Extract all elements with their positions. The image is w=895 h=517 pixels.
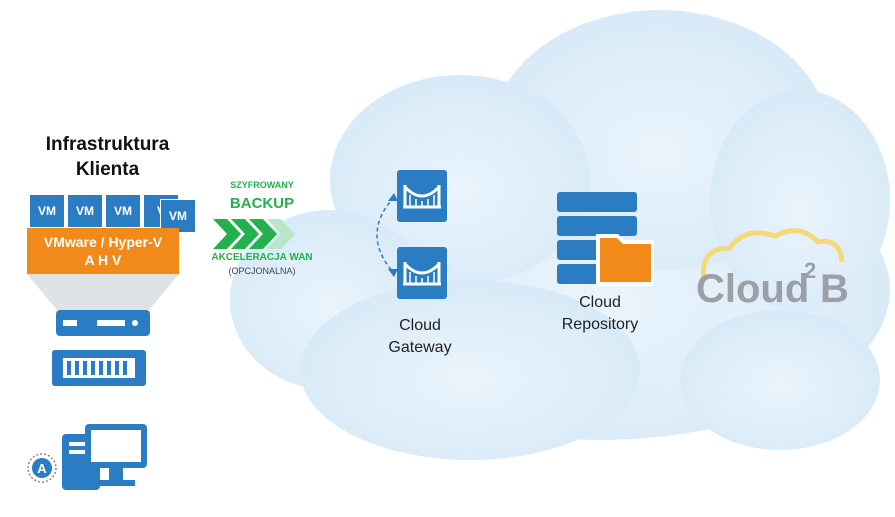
gateway-label-line1: Cloud bbox=[399, 317, 441, 334]
infrastructure-title-line1: Infrastruktura bbox=[45, 134, 170, 155]
repository-label-line1: Cloud bbox=[579, 294, 621, 311]
vm-box: VM bbox=[106, 195, 140, 227]
repository-icon bbox=[557, 192, 654, 286]
optional-label: (OPCJONALNA) bbox=[228, 266, 296, 276]
failover-arrow-icon bbox=[376, 196, 395, 274]
hypervisor-ahv-label: A H V bbox=[84, 252, 122, 268]
svg-text:A: A bbox=[37, 461, 47, 476]
cloud2b-logo: Cloud 2 B bbox=[696, 228, 849, 311]
vm-box: VM bbox=[68, 195, 102, 227]
infrastructure-title-line2: Klienta bbox=[75, 159, 140, 180]
hypervisor-label: VMware / Hyper-V bbox=[43, 234, 163, 250]
workstation-icon bbox=[62, 424, 147, 490]
gateway-label-line2: Gateway bbox=[388, 339, 452, 356]
hypervisor-bar: VMware / Hyper-V A H V bbox=[27, 228, 179, 274]
wan-acceleration-label: AKCELERACJA WAN bbox=[211, 252, 313, 263]
repository-label: Cloud Repository bbox=[545, 292, 655, 336]
infrastructure-title: Infrastruktura Klienta bbox=[20, 132, 195, 182]
agent-icon: A bbox=[27, 453, 57, 483]
cloud2b-logo-suffix: B bbox=[820, 267, 849, 311]
vm-box: VM bbox=[30, 195, 64, 227]
gateway-icons bbox=[376, 170, 447, 299]
cloud2b-logo-sup: 2 bbox=[804, 258, 816, 283]
server-rack-icon bbox=[52, 350, 146, 386]
encrypted-label: SZYFROWANY bbox=[230, 180, 294, 190]
server-1u-icon bbox=[56, 310, 150, 336]
backup-label: BACKUP bbox=[229, 195, 295, 212]
chevron-arrows-icon bbox=[213, 219, 295, 249]
bridge-gateway-bottom-icon bbox=[397, 247, 447, 299]
repository-label-line2: Repository bbox=[561, 316, 639, 333]
gateway-label: Cloud Gateway bbox=[365, 315, 475, 359]
cloud2b-logo-text: Cloud bbox=[696, 267, 809, 311]
projection-shape bbox=[27, 274, 179, 310]
folder-icon bbox=[596, 234, 654, 286]
bridge-gateway-top-icon bbox=[397, 170, 447, 222]
hardware-illustration bbox=[27, 274, 179, 490]
vm-box: VM bbox=[160, 199, 196, 233]
